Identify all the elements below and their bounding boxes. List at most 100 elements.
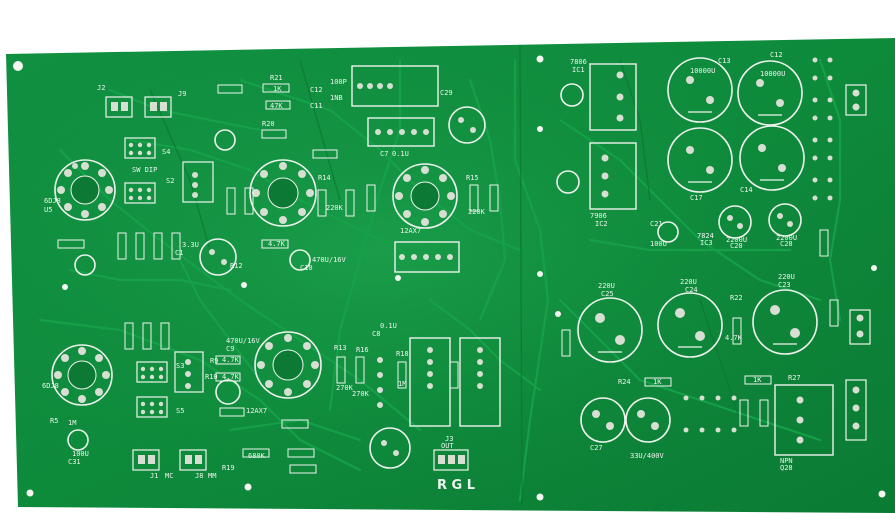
label-c21: C21 [650,220,663,228]
label-mc: MC [165,472,173,480]
label-c12-val: 10000U [760,70,785,78]
label-u5: U5 [44,206,52,214]
label-r10: R10 [205,373,218,381]
label-c29: C29 [440,89,453,97]
label-r21: R21 [270,74,283,82]
label-r27-val: 1K [753,376,762,384]
label-rgl: R G L [437,478,475,493]
label-c7: C7 [380,150,388,158]
label-r21-val: 1K [273,85,282,93]
label-ic2-part: 7906 [590,212,607,220]
label-c20-val: 2200U [726,236,747,244]
label-r20: R20 [262,120,275,128]
label-c27-val: 33U/400V [630,452,665,460]
tube-socket-u5 [54,159,116,221]
tube-socket-u6 [51,344,113,406]
label-r16-val: 270K [352,390,370,398]
label-r20-val: 47K [270,102,283,110]
label-sw-dip: SW DIP [132,166,157,174]
label-r22-val: 4.7K [725,334,743,342]
label-c17: C17 [690,194,703,202]
label-r15-val: 220K [468,208,486,216]
label-r19: R19 [222,464,235,472]
label-c12: C12 [770,51,783,59]
label-r9-val: 4.7K [222,356,240,364]
label-c13: C13 [718,57,731,65]
label-j2: J2 [97,84,105,92]
connector-footprints [105,84,871,471]
label-s5: S5 [176,407,184,415]
label-c28-val: 2200U [776,234,797,242]
label-c23-val: 220U [778,273,795,281]
label-r13: R13 [334,344,347,352]
label-r12: R12 [230,262,243,270]
label-c10-val: 470U/16V [312,256,347,264]
label-c7-val: 0.1U [392,150,409,158]
label-mm: MM [208,472,216,480]
label-c20: C20 [730,242,743,250]
label-r18-val: 1M [398,380,406,388]
label-r24-val: 1K [653,378,662,386]
label-r12-val: 4.7K [268,240,286,248]
label-r15: R15 [466,174,479,182]
label-s4: S4 [162,148,170,156]
tube-socket-12ax7-top [249,159,317,227]
label-ic3: IC3 [700,239,713,247]
label-tube-12ax7-b: 12AX7 [246,407,267,415]
label-s3: S3 [176,362,184,370]
label-c8-val: 0.1U [380,322,397,330]
label-r24: R24 [618,378,631,386]
label-c1-val: 3.3U [182,241,199,249]
label-r10-val: 4.7K [222,373,240,381]
label-c11: C11 [310,102,323,110]
label-c24-val: 220U [680,278,697,286]
label-c28: C28 [780,240,793,248]
label-r19-val: 680K [248,452,266,460]
label-c9-val: 470U/16V [226,337,261,345]
label-c11-val: 1NB [330,94,343,102]
label-c23: C23 [778,281,791,289]
regulator-footprints [351,63,834,456]
mounting-holes [13,55,886,501]
label-r16: R16 [356,346,369,354]
label-j3: J3 [445,435,453,443]
label-r22: R22 [730,294,743,302]
label-r14-val: 220K [326,204,344,212]
label-q28-val: NPN [780,457,793,465]
tube-socket-12ax7-right [392,163,458,229]
tube-socket-12ax7-bottom [254,331,322,399]
label-c31: C31 [68,458,81,466]
label-r27: R27 [788,374,801,382]
label-c13-val: 10000U [690,67,715,75]
label-r5: R5 [50,417,58,425]
label-u6-part: 6DJ8 [42,382,59,390]
label-c21-val: 100U [650,240,667,248]
label-c1: C1 [175,249,183,257]
dip-switch-footprints [124,137,214,418]
label-u5-part: 6DJ8 [44,197,61,205]
label-c24: C24 [685,286,698,294]
silkscreen-labels: R G L OUT J3 IC1 7806 IC2 7906 IC3 7824 … [42,51,801,493]
label-c12b-val: 100P [330,78,347,86]
label-ic2: IC2 [595,220,608,228]
label-j9: J9 [178,90,186,98]
label-c25-val: 220U [598,282,615,290]
label-ic1-part: 7806 [570,58,587,66]
label-r18: R18 [396,350,409,358]
label-r5-val: 1M [68,419,76,427]
label-r14: R14 [318,174,331,182]
label-j1: J1 [150,472,158,480]
label-s2: S2 [166,177,174,185]
label-c9: C9 [226,345,234,353]
label-q28: Q28 [780,464,793,472]
label-ic1: IC1 [572,66,585,74]
label-c8: C8 [372,330,380,338]
filter-capacitors [67,57,818,469]
label-r9: R9 [210,357,218,365]
label-c31-val: 100U [72,450,89,458]
label-c27: C27 [590,444,603,452]
label-c12b: C12 [310,86,323,94]
label-r13-val: 270K [336,384,354,392]
label-c10: C10 [300,264,313,272]
